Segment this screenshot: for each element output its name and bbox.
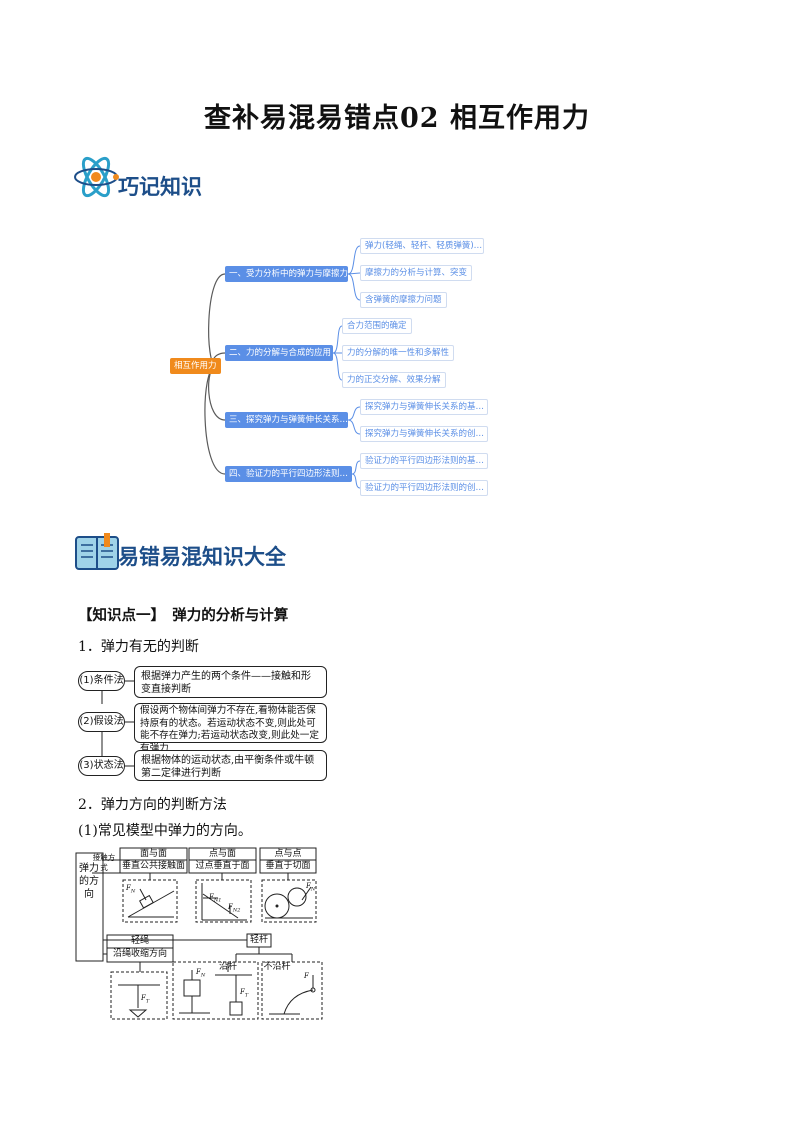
- mindmap-leaf: 验证力的平行四边形法则的基…: [360, 453, 488, 469]
- force-label: FN1: [209, 893, 222, 904]
- col3-bottom-label: 垂直于切面: [265, 861, 311, 871]
- mindmap-leaf: 探究弹力与弹簧伸长关系的创…: [360, 426, 488, 442]
- mindmap-leaf: 探究弹力与弹簧伸长关系的基…: [360, 399, 488, 415]
- force-label: FN2: [228, 903, 241, 914]
- rod-not-along-label: 不沿杆: [263, 962, 291, 972]
- sub-item-heading: (1)常见模型中弹力的方向。: [78, 823, 252, 839]
- knowledge-point-heading: 【知识点一】 弹力的分析与计算: [78, 607, 289, 624]
- mindmap-leaf: 合力范围的确定: [342, 318, 412, 334]
- mindmap-leaf: 摩擦力的分析与计算、突变: [360, 265, 473, 281]
- col2-top-label: 点与面: [208, 849, 236, 859]
- mindmap-leaf: 力的分解的唯一性和多解性: [342, 345, 455, 361]
- force-label: FN: [196, 968, 206, 979]
- rope-bottom-label: 沿绳收缩方向: [112, 949, 167, 959]
- col2-bottom-label: 过点垂直于面: [195, 861, 250, 871]
- diagram-side-label: 弹力的方向: [79, 863, 99, 900]
- method-desc-assumption: 假设两个物体间弹力不存在,看物体能否保持原有的状态。若运动状态不变,则此处可能不…: [134, 703, 327, 754]
- section-heading-knowledge: 巧记知识: [118, 175, 202, 199]
- mindmap-leaf: 力的正交分解、效果分解: [342, 372, 446, 388]
- method-desc-state: 根据物体的运动状态,由平衡条件或牛顿第二定律进行判断: [134, 750, 327, 781]
- rod-label: 轻杆: [249, 935, 268, 945]
- method-tag-condition: (1)条件法: [78, 671, 125, 691]
- col1-top-label: 面与面: [139, 849, 167, 859]
- force-label: FT: [240, 988, 249, 999]
- mindmap-branch-4: 四、验证力的平行四边形法则…: [225, 466, 352, 482]
- force-label: FN: [306, 882, 316, 893]
- mindmap-branch-2: 二、力的分解与合成的应用: [225, 345, 333, 361]
- method-desc-condition: 根据弹力产生的两个条件——接触和形变直接判断: [134, 666, 327, 698]
- contact-type-label: 接触方式: [92, 853, 116, 872]
- mindmap: 相互作用力 一、受力分析中的弹力与摩擦力 弹力(轻绳、轻杆、轻质弹簧)… 摩擦力…: [0, 0, 794, 520]
- book-icon: [74, 533, 120, 573]
- mindmap-leaf: 验证力的平行四边形法则的创…: [360, 480, 488, 496]
- mindmap-leaf: 含弹簧的摩擦力问题: [360, 292, 447, 308]
- force-label: F: [304, 972, 309, 980]
- item-heading: 2．弹力方向的判断方法: [78, 797, 227, 813]
- mindmap-branch-1: 一、受力分析中的弹力与摩擦力: [225, 266, 348, 282]
- col3-top-label: 点与点: [274, 849, 302, 859]
- force-label: FT: [141, 994, 150, 1005]
- method-connectors: [101, 680, 134, 767]
- atom-icon: [72, 152, 120, 202]
- section-heading-mistakes: 易错易混知识大全: [118, 545, 286, 569]
- method-tag-state: (3)状态法: [78, 756, 125, 776]
- col1-bottom-label: 垂直公共接触面: [121, 861, 185, 871]
- method-tag-assumption: (2)假设法: [78, 712, 125, 732]
- rope-top-label: 轻绳: [130, 936, 149, 946]
- item-heading: 1．弹力有无的判断: [78, 639, 199, 655]
- force-label: FN: [126, 884, 136, 895]
- mindmap-root: 相互作用力: [170, 358, 221, 374]
- rod-along-label: 沿杆: [218, 962, 237, 972]
- mindmap-branch-3: 三、探究弹力与弹簧伸长关系…: [225, 412, 348, 428]
- page-title: 查补易混易错点02 相互作用力: [204, 103, 590, 134]
- mindmap-leaf: 弹力(轻绳、轻杆、轻质弹簧)…: [360, 238, 484, 254]
